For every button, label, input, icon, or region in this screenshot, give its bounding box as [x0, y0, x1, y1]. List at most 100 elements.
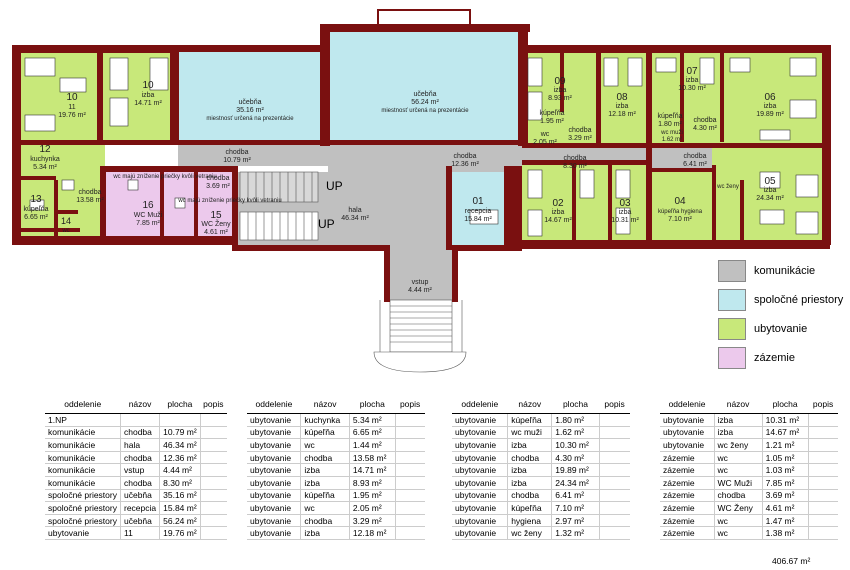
- ucebna2-name: učebňa: [414, 91, 437, 98]
- table-header: názov: [120, 395, 160, 414]
- chodba-430-area: 4.30 m²: [693, 125, 717, 132]
- room-04-name: kúpeľňa hygiena: [658, 209, 703, 215]
- table-cell: 10.30 m²: [551, 438, 600, 452]
- table-cell: [807, 413, 838, 427]
- wc-zeny-name: wc ženy: [716, 184, 739, 190]
- table-cell: 6.41 m²: [551, 489, 600, 503]
- legend-label: ubytovanie: [754, 323, 808, 335]
- room-02-name: izba: [552, 209, 565, 216]
- table-cell: [598, 489, 630, 503]
- table-cell: [807, 501, 838, 515]
- ucebna1-note: miestnosť určená na prezentácie: [206, 116, 294, 122]
- table-cell: [199, 476, 227, 490]
- kupelna-top-area: 1.95 m²: [540, 118, 564, 125]
- table-cell: ubytovanie: [660, 426, 715, 440]
- table-cell: 1.44 m²: [348, 438, 396, 452]
- table-cell: 2.97 m²: [551, 514, 600, 528]
- table-cell: izba: [713, 413, 763, 427]
- table-cell: WC Muži: [713, 476, 763, 490]
- table-cell: [199, 451, 227, 465]
- legend-item-spolocne: spoločné priestory: [718, 287, 848, 313]
- table-cell: [394, 514, 425, 528]
- room-08-number: 08: [616, 92, 628, 103]
- chodba-1358-area: 13.58 m²: [76, 197, 104, 204]
- table-cell: [807, 489, 838, 503]
- table-header: popis: [808, 395, 838, 414]
- table-cell: ubytovanie: [452, 426, 508, 440]
- table-cell: zázemie: [660, 451, 715, 465]
- table-cell: recepcia: [119, 501, 160, 515]
- table-cell: 19.76 m²: [159, 526, 201, 540]
- table-cell: chodba: [119, 476, 160, 490]
- room-02-area: 14.67 m²: [544, 217, 572, 224]
- room-01-number: 01: [472, 196, 484, 207]
- table-cell: chodba: [300, 514, 350, 528]
- table-cell: 35.16 m²: [159, 489, 201, 503]
- table-cell: 4.61 m²: [761, 501, 809, 515]
- legend-label: komunikácie: [754, 265, 816, 277]
- chodba-1236-name: chodba: [454, 153, 477, 160]
- table-cell: ubytovanie: [452, 476, 508, 490]
- total-area: 406.67 m²: [772, 556, 811, 566]
- wc-muzi-area: 1.62 m²: [662, 137, 682, 143]
- room-01-area: 15.84 m²: [464, 216, 492, 223]
- table-cell: [598, 426, 630, 440]
- chodba-430-name: chodba: [694, 117, 717, 124]
- legend-item-zazemie: zázemie: [718, 345, 848, 371]
- room-08-name: izba: [616, 103, 629, 110]
- legend-item-komunikacie: komunikácie: [718, 258, 848, 284]
- table-cell: 46.34 m²: [159, 438, 201, 452]
- table-cell: komunikácie: [45, 426, 121, 440]
- table-cell: [159, 413, 201, 427]
- table-cell: [199, 514, 227, 528]
- table-cell: ubytovanie: [452, 451, 508, 465]
- room-10a-name: izba: [142, 92, 155, 99]
- table-cell: [598, 501, 630, 515]
- table-cell: ubytovanie: [452, 489, 508, 503]
- stairs-up-label-2: UP: [318, 217, 335, 231]
- table-header: plocha: [349, 395, 396, 414]
- table-header: názov: [507, 395, 552, 414]
- table-cell: [598, 514, 630, 528]
- table-cell: izba: [300, 526, 350, 540]
- table-header: oddelenie: [45, 395, 121, 414]
- table-cell: kuchynka: [300, 413, 350, 427]
- table-cell: ubytovanie: [247, 501, 301, 515]
- table-header: popis: [395, 395, 425, 414]
- room-02-number: 02: [552, 198, 564, 209]
- wc-top-area: 2.05 m²: [533, 139, 557, 146]
- table-cell: [394, 476, 425, 490]
- table-cell: 1.38 m²: [761, 526, 809, 540]
- room-09-area: 8.93 m²: [548, 95, 572, 102]
- room-13-name: kúpeľňa: [23, 206, 48, 213]
- table-cell: ubytovanie: [247, 438, 301, 452]
- table-cell: 1.32 m²: [551, 526, 600, 540]
- table-cell: ubytovanie: [452, 413, 508, 427]
- table-cell: 3.29 m²: [348, 514, 396, 528]
- table-cell: [598, 476, 630, 490]
- table-cell: [199, 438, 227, 452]
- room-16-number: 16: [142, 200, 154, 211]
- table-cell: wc: [713, 526, 763, 540]
- table-cell: wc muži: [507, 426, 552, 440]
- table-cell: [598, 526, 630, 540]
- table-cell: 14.71 m²: [348, 463, 396, 477]
- table-cell: 10.79 m²: [159, 426, 201, 440]
- table-cell: 1.47 m²: [761, 514, 809, 528]
- table-cell: 6.65 m²: [348, 426, 396, 440]
- room-06-number: 06: [764, 92, 776, 103]
- legend-swatch: [718, 289, 746, 311]
- table-cell: ubytovanie: [452, 501, 508, 515]
- table-cell: [199, 463, 227, 477]
